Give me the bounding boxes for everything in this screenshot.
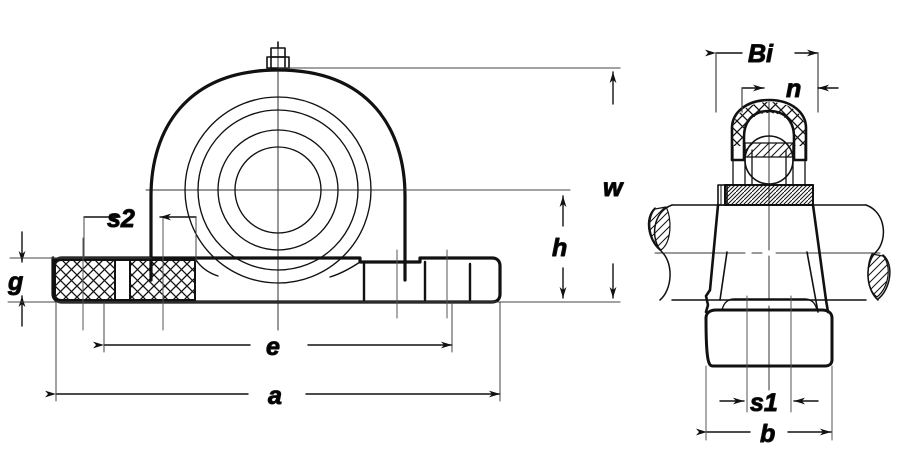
- side-housing-flange: [717, 184, 814, 206]
- front-elevation-view: [7, 41, 621, 331]
- dimension-s1: s1: [719, 389, 819, 418]
- side-base-centerlines: [705, 295, 833, 441]
- dimension-label-Bi: Bi: [748, 40, 774, 68]
- grease-nipple-icon: [266, 41, 290, 69]
- side-view-centerline: [654, 101, 881, 391]
- dimension-s2: s2: [83, 205, 197, 263]
- side-housing-body: [704, 203, 830, 314]
- right-foot-outline: [362, 260, 472, 302]
- left-foot-centerlines: [82, 217, 164, 331]
- dimension-w: w: [603, 67, 625, 303]
- base-body: [51, 256, 502, 304]
- side-base-top-chamfer: [721, 298, 818, 311]
- dimension-n: n: [741, 75, 839, 113]
- left-foot-slot-lines: [114, 259, 131, 301]
- housing-wall-to-base: [195, 259, 361, 278]
- dimension-label-n: n: [786, 75, 801, 103]
- dimension-label-s2: s2: [107, 205, 135, 233]
- dimension-b: b: [696, 420, 832, 449]
- left-foot-hatched-section: [54, 259, 196, 301]
- side-cap-hatching: [733, 102, 805, 146]
- dimension-h: h: [552, 189, 571, 299]
- dimension-label-h: h: [552, 234, 567, 262]
- dimension-g: g: [7, 231, 61, 327]
- side-elevation-view: [647, 98, 891, 441]
- dimension-Bi: Bi: [705, 40, 819, 113]
- right-foot-centerlines: [396, 249, 448, 319]
- dimension-label-g: g: [7, 268, 23, 296]
- side-base-foot: [704, 308, 834, 368]
- dimension-label-w: w: [603, 174, 624, 202]
- side-housing-inner-lines: [719, 251, 819, 313]
- dimension-e: e: [93, 301, 453, 362]
- housing-dome-outline: [149, 68, 407, 282]
- dimension-label-s1: s1: [750, 389, 778, 417]
- dimension-label-a: a: [268, 382, 282, 410]
- dimension-label-b: b: [760, 420, 775, 448]
- dimension-a: a: [45, 301, 501, 411]
- dimension-label-e: e: [266, 333, 280, 361]
- bearing-circles: [184, 96, 372, 284]
- shaft-break-hatch: [649, 206, 889, 298]
- inner-ring-hatch: [744, 142, 794, 158]
